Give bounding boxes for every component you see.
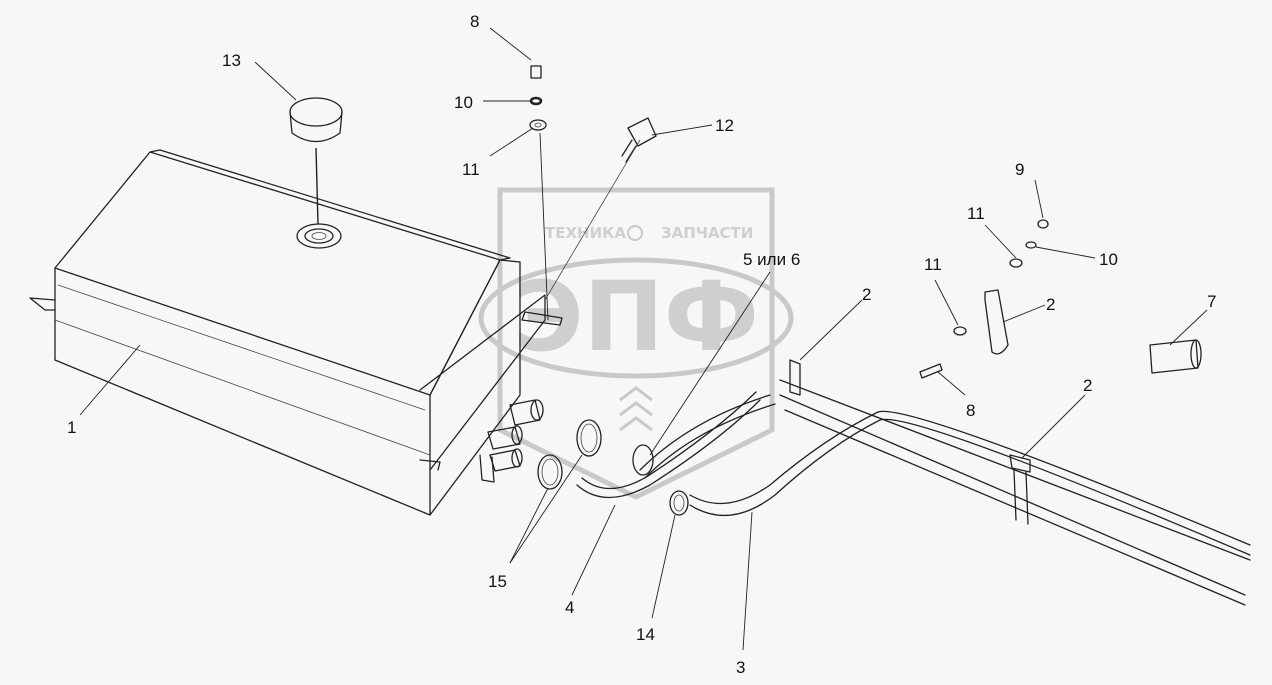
filler-cap <box>289 97 343 225</box>
sensor <box>544 117 657 301</box>
callout-1: 1 <box>67 418 76 437</box>
callout-10-right: 10 <box>1099 250 1118 269</box>
callout-13: 13 <box>222 51 241 70</box>
watermark-logo-letters: ЭПФ <box>513 261 759 373</box>
gear-icon <box>627 225 643 241</box>
callout-10-top: 10 <box>454 93 473 112</box>
callout-15: 15 <box>488 572 507 591</box>
callout-12: 12 <box>715 116 734 135</box>
watermark-brand-left: ТЕХНИКА <box>545 224 626 242</box>
callout-2-right: 2 <box>1083 376 1092 395</box>
protective-sleeve <box>1149 339 1202 374</box>
callout-11-top: 11 <box>462 160 480 179</box>
callout-9: 9 <box>1015 160 1024 179</box>
callout-14: 14 <box>636 625 655 644</box>
mounting-bracket-group <box>919 219 1049 379</box>
callout-11-lower: 11 <box>924 255 942 274</box>
watermark-wheat-icon <box>619 386 653 432</box>
callout-4: 4 <box>565 598 574 617</box>
callout-labels: 1 13 8 10 11 12 5 или 6 2 9 11 10 11 2 7… <box>67 12 1216 677</box>
callout-8-bottom: 8 <box>966 401 975 420</box>
bolt-washer-stack-top <box>529 65 549 321</box>
callout-8-top: 8 <box>470 12 479 31</box>
watermark: ТЕХНИКА ЗАПЧАСТИ ЭПФ <box>478 187 794 500</box>
callout-5-or-6: 5 или 6 <box>743 250 800 269</box>
callout-2-hose-clip: 2 <box>862 285 871 304</box>
callout-7: 7 <box>1207 292 1216 311</box>
watermark-ellipse <box>478 257 794 379</box>
fuel-hoses <box>576 359 1251 606</box>
fuel-tank <box>29 149 563 516</box>
callout-11-upper: 11 <box>967 204 985 223</box>
leader-lines <box>79 27 1208 651</box>
hose-clamps <box>537 419 602 490</box>
watermark-brand-right: ЗАПЧАСТИ <box>661 224 753 242</box>
callout-3: 3 <box>736 658 745 677</box>
watermark-shield <box>497 187 775 500</box>
callout-2-bracket: 2 <box>1046 295 1055 314</box>
